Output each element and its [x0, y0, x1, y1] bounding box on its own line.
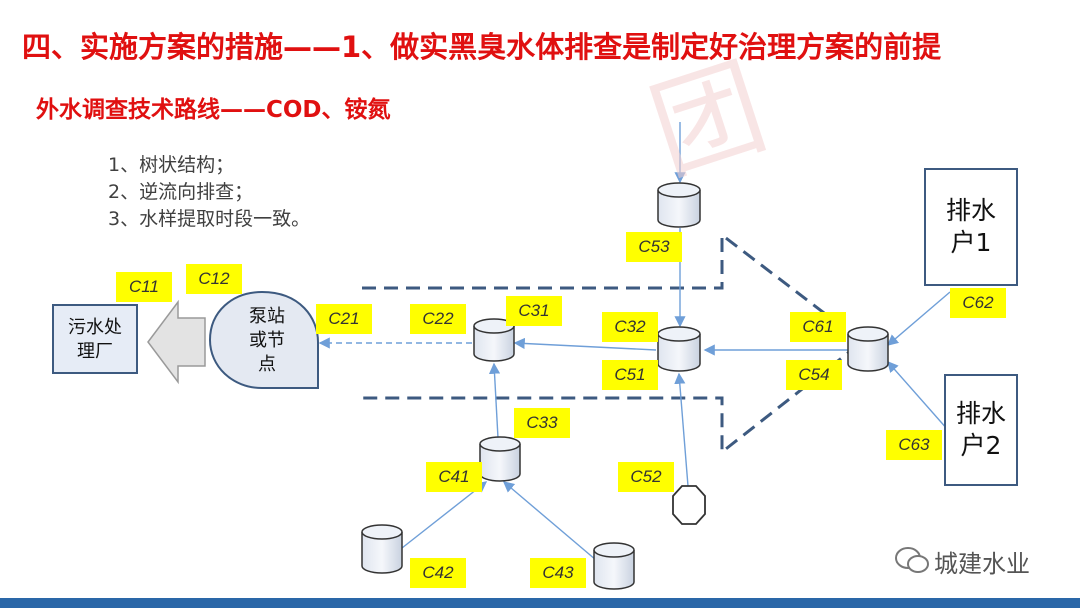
treatment-plant-box: 污水处 理厂 — [52, 304, 138, 374]
manhole-c42 — [361, 524, 403, 574]
flow-direction-arrow — [362, 231, 865, 456]
page-subtitle: 外水调查技术路线——COD、铵氮 — [36, 97, 391, 123]
method-notes: 1、树状结构； 2、逆流向排查； 3、水样提取时段一致。 — [108, 152, 310, 233]
tag-c63: C63 — [886, 430, 942, 460]
plant-label-line1: 污水处 — [68, 317, 122, 338]
tag-c54: C54 — [786, 360, 842, 390]
manhole-c41 — [479, 436, 521, 482]
tag-c61: C61 — [790, 312, 846, 342]
tag-c11: C11 — [116, 272, 172, 302]
tag-c22: C22 — [410, 304, 466, 334]
link-c43-c41 — [502, 481, 597, 561]
link-h1-c61 — [886, 291, 951, 346]
pump-station-label: 泵站 或节 点 — [228, 305, 306, 377]
manhole-c32 — [657, 326, 701, 372]
manhole-c31 — [473, 318, 515, 362]
link-c41-c31 — [488, 362, 501, 439]
link-c42-c41 — [401, 481, 488, 549]
tag-c52: C52 — [618, 462, 674, 492]
note-item: 1、树状结构； — [108, 154, 235, 176]
tag-c12: C12 — [186, 264, 242, 294]
household-1-line1: 排水 — [945, 196, 996, 225]
plant-label-line2: 理厂 — [77, 341, 113, 362]
tag-c32: C32 — [602, 312, 658, 342]
pump-label-line: 点 — [258, 354, 276, 375]
tag-c53: C53 — [626, 232, 682, 262]
pump-label-line: 泵站 — [249, 306, 285, 327]
link-c52-c32 — [674, 372, 689, 487]
page-title: 四、实施方案的措施——1、做实黑臭水体排查是制定好治理方案的前提 — [22, 30, 942, 64]
tag-c42: C42 — [410, 558, 466, 588]
household-1-line2: 户1 — [950, 228, 992, 257]
tag-c43: C43 — [530, 558, 586, 588]
plant-inflow-arrow — [147, 299, 206, 385]
tag-c41: C41 — [426, 462, 482, 492]
tag-c31: C31 — [506, 296, 562, 326]
tag-c33: C33 — [514, 408, 570, 438]
wechat-icon — [895, 547, 929, 573]
pump-station-shape — [208, 290, 319, 389]
note-item: 3、水样提取时段一致。 — [108, 208, 311, 230]
tag-c21: C21 — [316, 304, 372, 334]
wechat-account-name: 城建水业 — [934, 550, 1030, 578]
link-h2-c61 — [887, 360, 949, 431]
tag-c51: C51 — [602, 360, 658, 390]
manhole-c43 — [593, 542, 635, 590]
household-2-box: 排水 户2 — [944, 374, 1018, 486]
manhole-c61 — [847, 326, 889, 372]
tag-c62: C62 — [950, 288, 1006, 318]
household-2-line2: 户2 — [960, 431, 1002, 460]
link-c32-c31 — [513, 337, 657, 351]
household-2-line1: 排水 — [955, 399, 1006, 428]
pump-label-line: 或节 — [249, 330, 285, 351]
bottom-bar — [0, 598, 1080, 608]
manhole-c53 — [657, 182, 701, 228]
source-node-c52 — [672, 485, 706, 525]
household-1-box: 排水 户1 — [924, 168, 1018, 286]
note-item: 2、逆流向排查； — [108, 181, 254, 203]
